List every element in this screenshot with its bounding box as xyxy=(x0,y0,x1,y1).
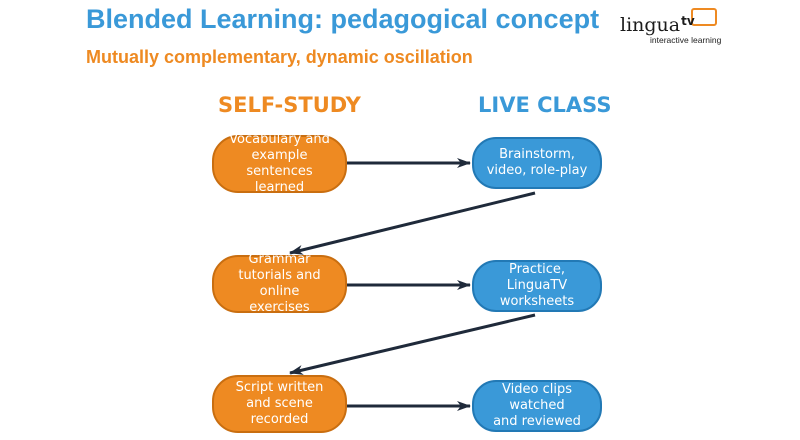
live-class-heading: LIVE CLASS xyxy=(478,93,612,117)
node-practice: Practice, LinguaTV worksheets xyxy=(472,260,602,312)
page-subtitle: Mutually complementary, dynamic oscillat… xyxy=(86,47,473,67)
speech-bubble-icon xyxy=(691,8,717,26)
node-brainstorm: Brainstorm, video, role-play xyxy=(472,137,602,189)
page-title: Blended Learning: pedagogical concept xyxy=(86,4,600,34)
self-study-heading: SELF-STUDY xyxy=(218,93,361,117)
node-video-clips: Video clips watched and reviewed xyxy=(472,380,602,432)
logo-tagline: interactive learning xyxy=(650,35,722,45)
logo-word: lingua xyxy=(620,14,681,36)
linguatv-logo: linguatv interactive learning xyxy=(620,8,760,45)
arrow-practice-to-script xyxy=(289,313,536,375)
node-script: Script written and scene recorded xyxy=(212,375,347,433)
node-grammar: Grammar tutorials and online exercises xyxy=(212,252,347,315)
node-vocabulary: Vocabulary and example sentences learned xyxy=(212,132,347,195)
arrow-brainstorm-to-grammar xyxy=(289,191,536,255)
logo-wordmark: linguatv xyxy=(620,14,695,36)
logo-tv: tv xyxy=(681,14,695,28)
